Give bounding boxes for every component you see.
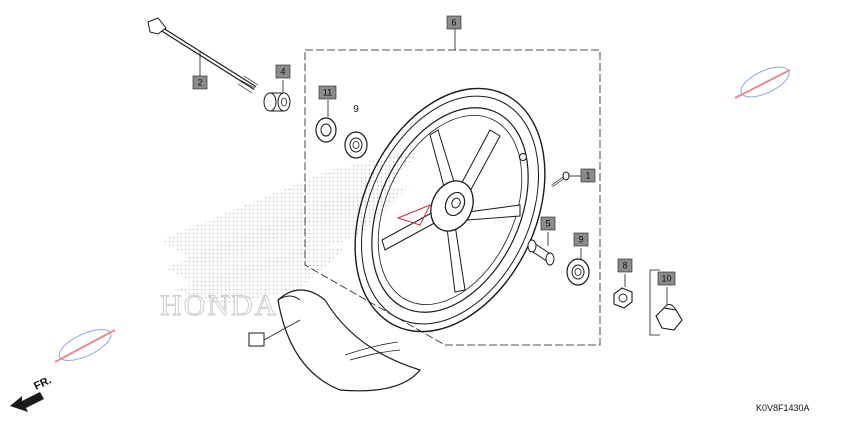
radial-bearing-right bbox=[566, 248, 590, 286]
svg-text:4: 4 bbox=[280, 67, 285, 77]
callout-11: 10 bbox=[657, 271, 676, 286]
axle-nut bbox=[613, 274, 633, 309]
tire-callout-box bbox=[248, 332, 265, 347]
watermark-logo-bottom bbox=[54, 329, 116, 363]
callout-10: 11 bbox=[318, 85, 337, 100]
callout-8: 8 bbox=[617, 258, 633, 273]
radial-bearing-left bbox=[344, 131, 368, 159]
side-collar bbox=[263, 80, 291, 112]
svg-text:HONDA: HONDA bbox=[160, 289, 278, 322]
svg-text:FR.: FR. bbox=[32, 374, 53, 392]
svg-text:9: 9 bbox=[353, 104, 359, 115]
callout-1: 1 bbox=[580, 168, 596, 183]
svg-text:6: 6 bbox=[451, 18, 456, 28]
tire bbox=[263, 289, 422, 392]
callout-9-right: 9 bbox=[573, 232, 589, 247]
callout-5: 5 bbox=[540, 216, 556, 231]
svg-text:10: 10 bbox=[661, 274, 671, 284]
svg-text:9: 9 bbox=[578, 235, 583, 245]
svg-text:8: 8 bbox=[622, 261, 627, 271]
wheel-assy-outline bbox=[304, 49, 601, 346]
front-axle bbox=[147, 17, 259, 94]
svg-text:11: 11 bbox=[323, 88, 332, 98]
watermark-wing: HONDA bbox=[160, 150, 420, 323]
watermark-logo-top bbox=[734, 66, 791, 99]
callout-6: 6 bbox=[446, 15, 462, 30]
callout-4: 4 bbox=[275, 64, 291, 79]
front-direction-arrow: FR. bbox=[10, 374, 53, 412]
svg-text:5: 5 bbox=[545, 219, 550, 229]
svg-text:2: 2 bbox=[197, 78, 202, 88]
dust-seal bbox=[315, 100, 337, 143]
cap-nut bbox=[649, 269, 683, 336]
diagram-code: K0V8F1430A bbox=[756, 403, 810, 413]
callout-2: 2 bbox=[192, 75, 208, 90]
callout-9-left: 9 bbox=[353, 104, 359, 115]
svg-text:1: 1 bbox=[585, 171, 590, 181]
valve-stem bbox=[551, 171, 582, 188]
distance-collar bbox=[527, 232, 555, 266]
